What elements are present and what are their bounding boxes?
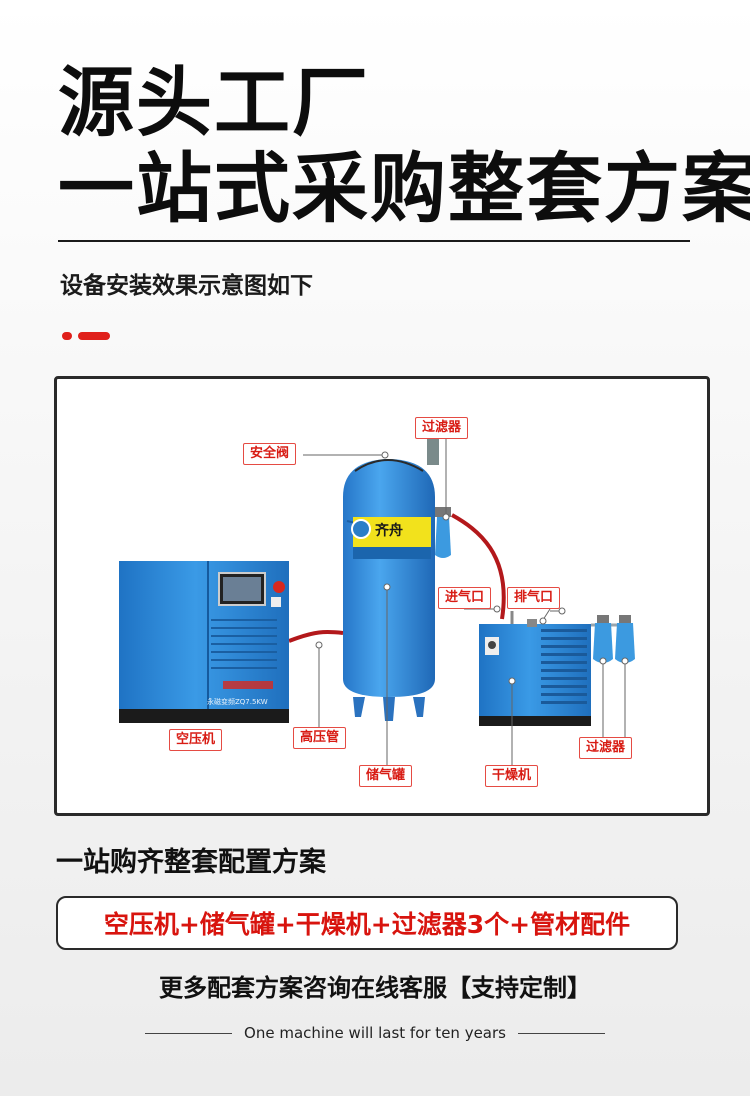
hose-tank-dryer <box>451 513 506 620</box>
accent-bar <box>78 332 110 340</box>
air-compressor <box>119 561 289 723</box>
installation-diagram: 安全阀 过滤器 进气口 排气口 空压机 高压管 储气罐 干燥机 过滤器 齐舟 永… <box>54 376 710 816</box>
tagline-row: One machine will last for ten years <box>145 1020 605 1046</box>
compressor-badge-text: 永磁变频ZQ7.5KW <box>207 698 268 706</box>
accent-dot <box>62 332 72 340</box>
headline-line-1: 源头工厂 <box>58 58 370 147</box>
label-high-pressure-pipe: 高压管 <box>293 727 347 749</box>
label-air-inlet: 进气口 <box>438 587 492 609</box>
hose-compressor-tank <box>288 630 344 643</box>
headline: 源头工厂 一站式采购整套方案 <box>58 60 750 232</box>
divider <box>58 240 690 242</box>
label-dryer: 干燥机 <box>485 765 539 787</box>
top-filter <box>435 507 451 558</box>
tank-brand-text: 齐舟 <box>375 523 403 539</box>
diagram-illustration <box>119 439 635 765</box>
config-box: 空压机+储气罐+干燥机+过滤器3个+管材配件 <box>56 896 678 950</box>
bottom-filters <box>593 615 635 663</box>
tagline-line-left <box>145 1032 233 1034</box>
label-air-compressor: 空压机 <box>169 729 223 751</box>
subtitle: 设备安装效果示意图如下 <box>60 273 313 299</box>
label-filter-bottom: 过滤器 <box>579 737 633 759</box>
headline-line-2: 一站式采购整套方案 <box>58 144 750 233</box>
label-safety-valve: 安全阀 <box>243 443 297 465</box>
label-filter-top: 过滤器 <box>415 417 469 439</box>
tagline-line-right <box>517 1032 605 1034</box>
label-air-outlet: 排气口 <box>507 587 561 609</box>
tagline: One machine will last for ten years <box>244 1024 506 1042</box>
air-tank <box>343 439 439 721</box>
label-air-tank: 储气罐 <box>359 765 413 787</box>
config-text: 空压机+储气罐+干燥机+过滤器3个+管材配件 <box>103 910 631 939</box>
section-title: 一站购齐整套配置方案 <box>56 847 326 878</box>
dryer <box>479 619 591 726</box>
consult-note: 更多配套方案咨询在线客服【支持定制】 <box>159 974 591 1002</box>
